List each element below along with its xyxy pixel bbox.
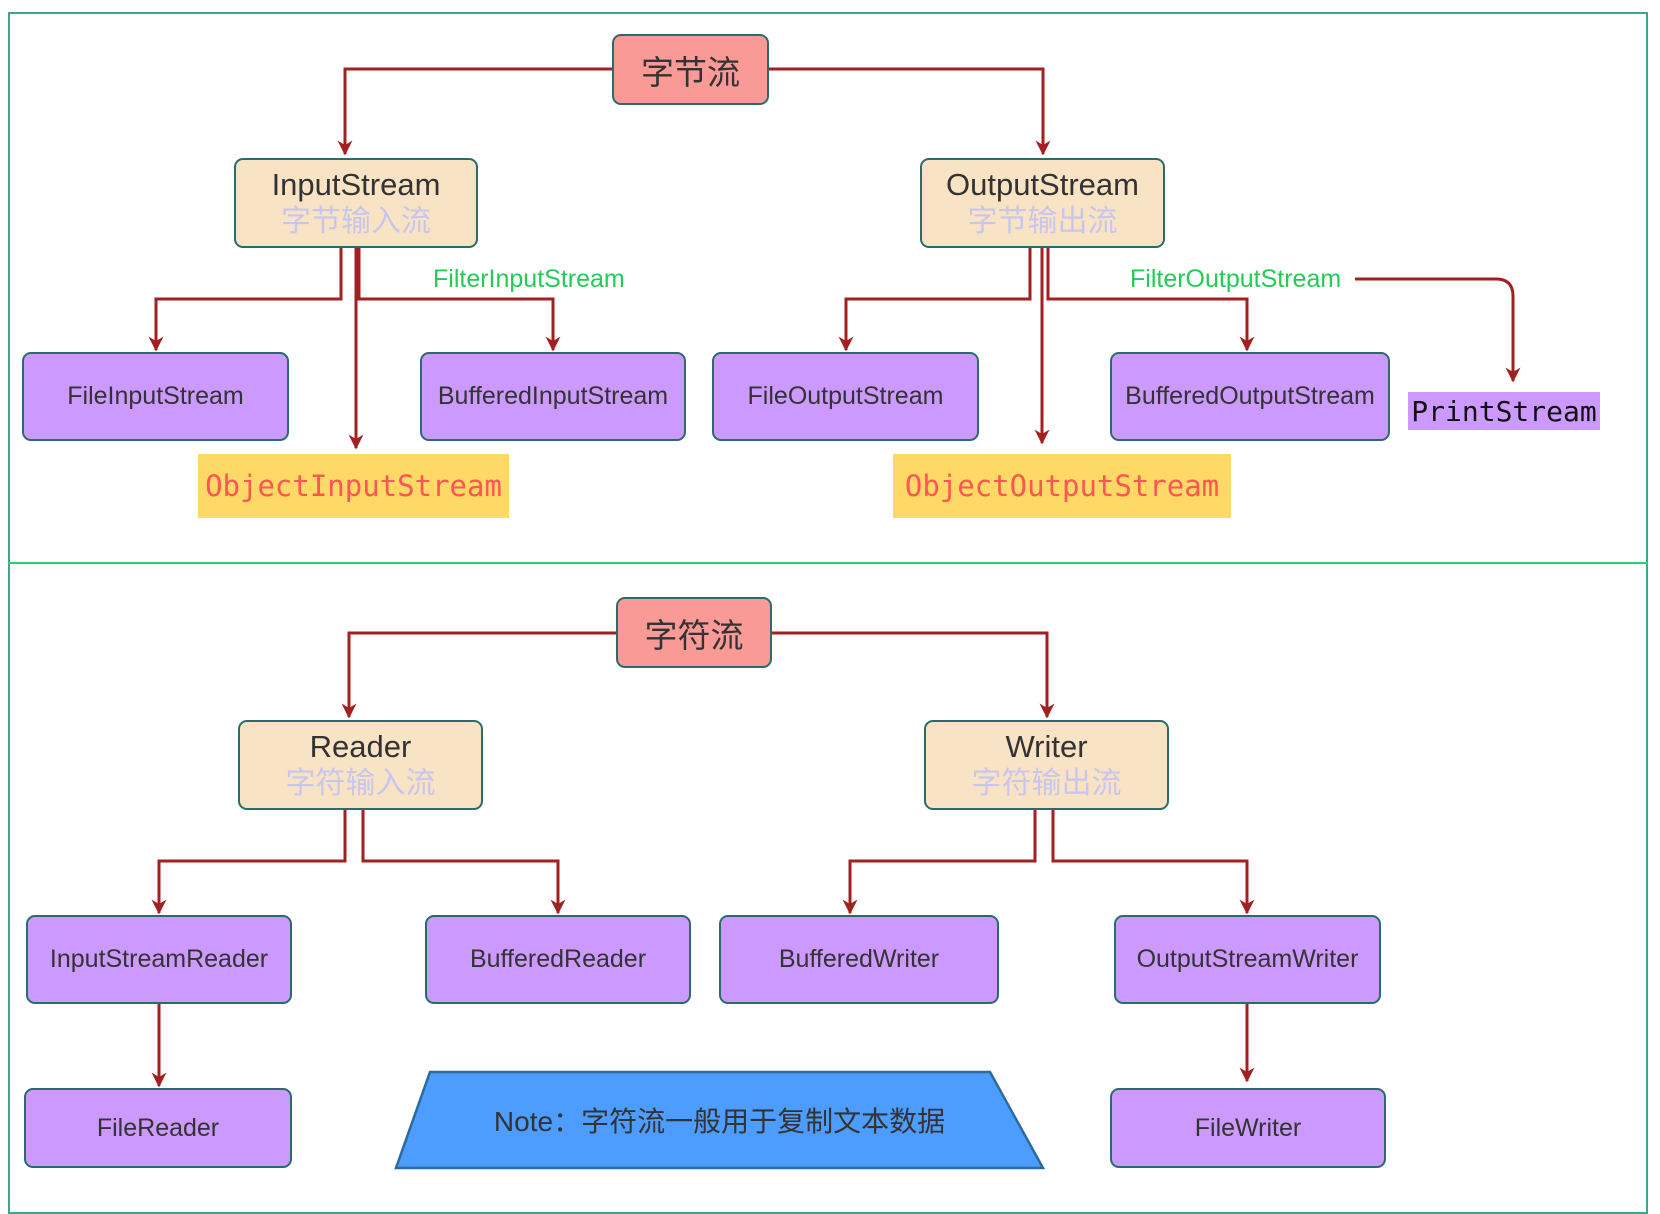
bufferedreader-node: BufferedReader — [425, 915, 691, 1004]
filereader-label: FileReader — [96, 1113, 220, 1142]
bufferedoutputstream-label: BufferedOutputStream — [1125, 382, 1375, 410]
bufferedoutputstream-node: BufferedOutputStream — [1110, 352, 1390, 441]
bufferedinputstream-node: BufferedInputStream — [420, 352, 686, 441]
printstream-label: PrintStream — [1408, 392, 1600, 430]
inputstreamreader-node: InputStreamReader — [26, 915, 292, 1004]
filteroutputstream-edge-label: FilterOutputStream — [1130, 265, 1342, 293]
section-divider — [8, 562, 1648, 564]
byte-stream-root-label: 字节流 — [641, 53, 740, 91]
bufferedwriter-node: BufferedWriter — [719, 915, 999, 1004]
fileinputstream-label: FileInputStream — [67, 382, 244, 410]
filereader-node: FileReader — [24, 1088, 292, 1168]
objectinputstream-label: ObjectInputStream — [198, 454, 509, 518]
bufferedinputstream-label: BufferedInputStream — [437, 382, 669, 410]
outputstreamwriter-label: OutputStreamWriter — [1136, 945, 1359, 973]
reader-name: Reader — [309, 729, 412, 764]
writer-cn: 字符输出流 — [971, 767, 1122, 800]
fileoutputstream-node: FileOutputStream — [712, 352, 979, 441]
objectoutputstream-label: ObjectOutputStream — [893, 454, 1231, 518]
inputstream-node: InputStream 字节输入流 — [234, 158, 478, 248]
outputstream-name: OutputStream — [946, 167, 1139, 202]
char-stream-root-label: 字符流 — [644, 616, 744, 654]
arrow-writer-to-bufferedwriter — [842, 810, 1037, 915]
arrow-char-root-to-reader — [341, 631, 616, 719]
arrow-writer-to-outputstreamwriter — [1051, 810, 1255, 915]
arrow-outputstream-to-printstream — [1355, 277, 1521, 383]
arrow-outputstream-to-fileoutputstream — [838, 248, 1032, 352]
writer-name: Writer — [1005, 729, 1088, 764]
inputstream-cn: 字节输入流 — [281, 205, 431, 238]
reader-cn: 字符输入流 — [285, 767, 436, 800]
inputstreamreader-label: InputStreamReader — [49, 945, 269, 973]
filewriter-node: FileWriter — [1110, 1088, 1386, 1168]
filewriter-label: FileWriter — [1194, 1113, 1302, 1142]
arrow-inputstream-to-fileinputstream — [148, 248, 343, 352]
reader-node: Reader 字符输入流 — [238, 720, 483, 810]
bufferedreader-label: BufferedReader — [469, 945, 647, 973]
inputstream-name: InputStream — [271, 167, 441, 202]
arrow-byte-root-to-inputstream — [337, 67, 612, 156]
byte-stream-root: 字节流 — [612, 34, 769, 105]
bufferedwriter-label: BufferedWriter — [778, 945, 940, 973]
writer-node: Writer 字符输出流 — [924, 720, 1169, 810]
arrow-reader-to-bufferedreader — [361, 810, 566, 915]
arrow-reader-to-inputstreamreader — [151, 810, 347, 915]
outputstreamwriter-node: OutputStreamWriter — [1114, 915, 1381, 1004]
note-text: Note：字符流一般用于复制文本数据 — [493, 1106, 946, 1137]
char-stream-root: 字符流 — [616, 597, 772, 668]
arrow-inputstream-to-bufferedinputstream — [357, 248, 561, 352]
arrow-outputstream-to-bufferedoutputstream — [1046, 248, 1255, 352]
arrow-char-root-to-writer — [772, 631, 1055, 719]
fileoutputstream-label: FileOutputStream — [747, 382, 944, 410]
outputstream-node: OutputStream 字节输出流 — [920, 158, 1165, 248]
outputstream-cn: 字节输出流 — [967, 205, 1118, 238]
arrow-byte-root-to-outputstream — [769, 67, 1051, 156]
filterinputstream-edge-label: FilterInputStream — [433, 265, 625, 293]
note-shape — [394, 1070, 1046, 1170]
fileinputstream-node: FileInputStream — [22, 352, 289, 441]
